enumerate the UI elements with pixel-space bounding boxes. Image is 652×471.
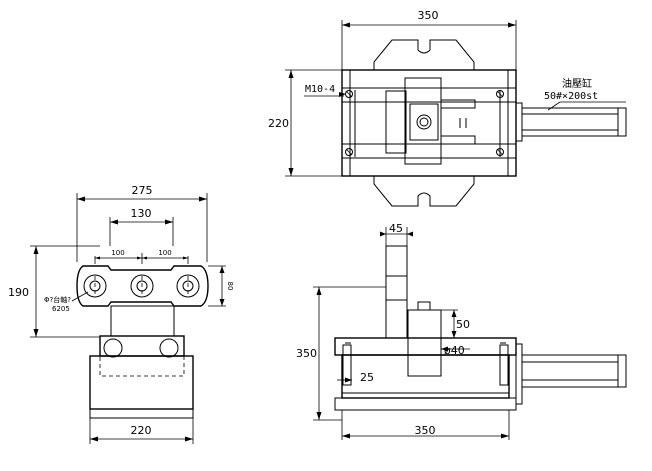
side-pitch-a: 100	[111, 249, 124, 257]
side-roller-height: 80	[226, 282, 234, 291]
side-view: 275 130 100 100 190	[8, 184, 234, 444]
front-cylinder-body	[521, 354, 627, 388]
top-frame-outer	[341, 69, 517, 177]
top-view: 350 220 M10-4	[268, 9, 627, 207]
roller-icon	[130, 274, 154, 298]
roller-icon	[83, 274, 107, 298]
cylinder-label: 油壓缸	[562, 77, 592, 90]
top-lower-plate	[373, 176, 475, 207]
side-roller-housing	[76, 265, 209, 307]
side-base-width: 220	[131, 424, 152, 437]
front-base-length: 350	[415, 424, 436, 437]
front-gap-dim: 25	[360, 371, 374, 384]
top-cylinder-body	[521, 107, 627, 137]
bolt-icon	[496, 90, 504, 98]
top-crossbar-upper	[341, 87, 517, 103]
thread-note: M10-4	[305, 84, 335, 95]
bearing-code: 6205	[52, 305, 70, 313]
front-view: 45 350 50 ø40 25	[296, 222, 627, 440]
top-upper-plate	[373, 39, 475, 70]
top-crossbar-lower	[341, 143, 517, 159]
side-height-dim: 190	[8, 286, 29, 299]
top-height-dim: 220	[268, 117, 289, 130]
cylinder-spec: 50#×200st	[544, 91, 598, 102]
bolt-icon	[496, 148, 504, 156]
top-width-dim: 350	[418, 9, 439, 22]
bearing-note: Φ?台軸?	[44, 295, 71, 304]
front-post	[385, 245, 408, 339]
roller-icon	[176, 274, 200, 298]
side-pitch-b: 100	[158, 249, 171, 257]
bolt-icon	[345, 148, 353, 156]
side-roller-span: 130	[131, 207, 152, 220]
side-overall-width: 275	[132, 184, 153, 197]
side-base	[89, 355, 194, 410]
front-height-dim: 350	[296, 347, 317, 360]
side-neck	[110, 305, 175, 337]
front-post-width: 45	[389, 222, 403, 235]
pin-hole-icon	[416, 114, 432, 130]
top-clamp-block	[404, 77, 442, 165]
front-pin-height: 50	[456, 318, 470, 331]
front-pin-diameter: ø40	[444, 344, 465, 357]
front-pin	[407, 309, 442, 377]
front-upper-frame	[334, 337, 517, 356]
